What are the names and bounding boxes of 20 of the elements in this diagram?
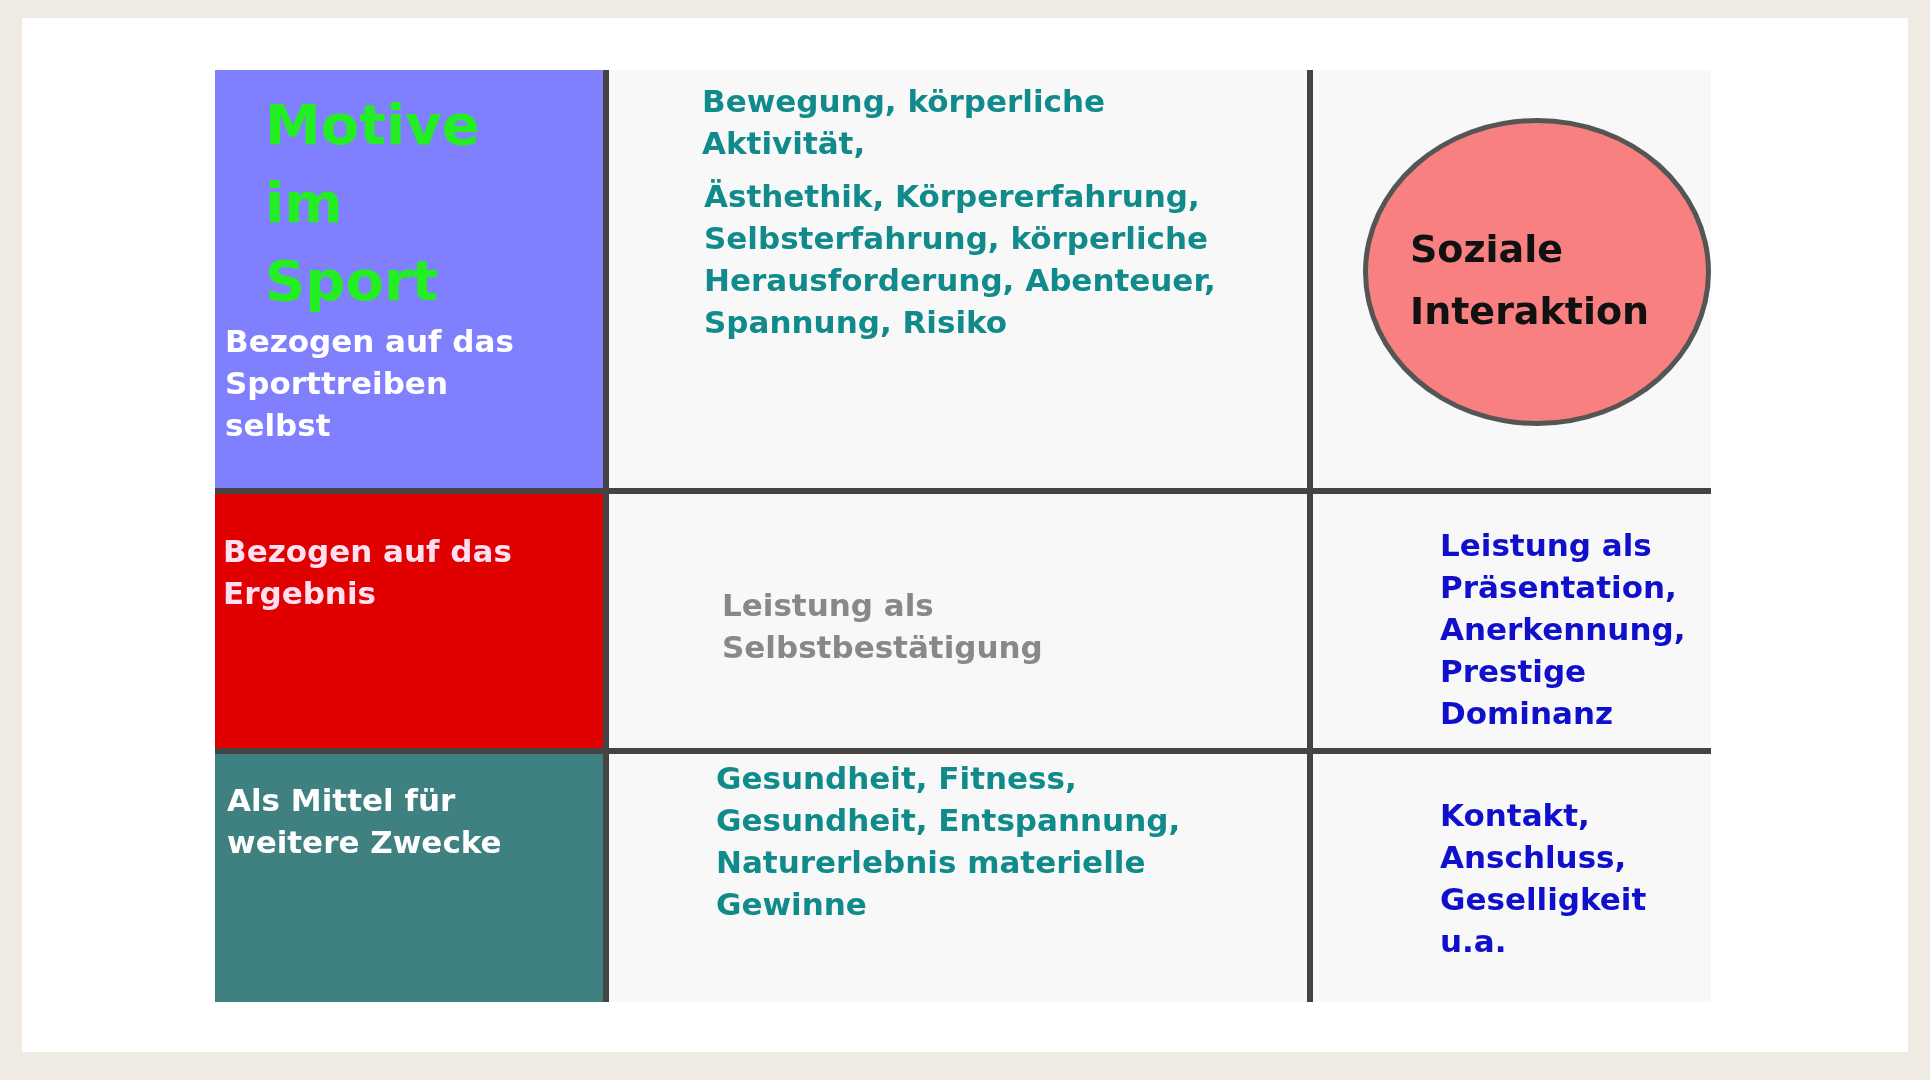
- table-cell: [609, 754, 1307, 1002]
- cell-text: Bezogen auf das Sporttreiben selbst: [225, 322, 515, 445]
- table-cell: [215, 70, 603, 488]
- cell-text: Leistung als Selbstbestätigung: [722, 586, 1044, 667]
- circle-label: Soziale Interaktion: [1410, 226, 1651, 335]
- table-cell: [1313, 494, 1711, 748]
- cell-text: Kontakt, Anschluss, Geselligkeit u.a.: [1440, 796, 1648, 961]
- cell-text: Ästhethik, Körpererfahrung, Selbsterfahrung, körperliche Herausforderung, Abenteuer, Spannung, Risiko: [704, 177, 1217, 342]
- table-cell: [609, 70, 1307, 488]
- cell-text: Gesundheit, Fitness, Gesundheit, Entspannung, Naturerlebnis materielle Gewinne: [716, 759, 1182, 924]
- table-cell: [215, 754, 603, 1002]
- table-cell: [1313, 70, 1711, 488]
- cell-text: Bewegung, körperliche Aktivität,: [702, 82, 1106, 163]
- table-cell: [215, 494, 603, 748]
- cell-text: Leistung als Präsentation, Anerkennung, Prestige Dominanz: [1440, 526, 1687, 733]
- cell-text: Als Mittel für weitere Zwecke: [227, 781, 503, 862]
- table-cell: [609, 494, 1307, 748]
- heading: Motive im Sport: [265, 91, 481, 315]
- cell-text: Bezogen auf das Ergebnis: [223, 532, 513, 613]
- table-cell: [1313, 754, 1711, 1002]
